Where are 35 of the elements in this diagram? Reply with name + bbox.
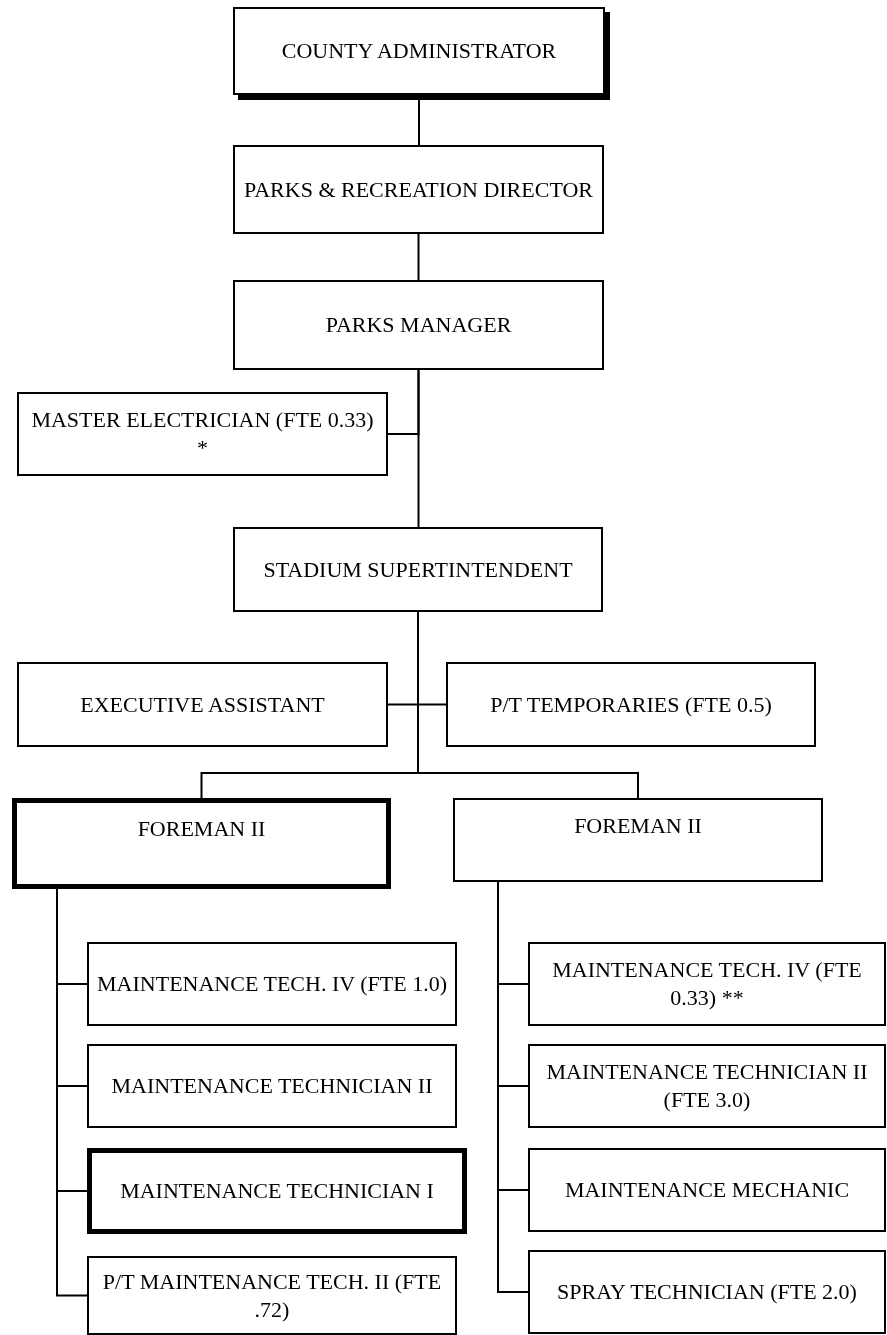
position-box xyxy=(87,1044,457,1128)
position-title: MASTER ELECTRICIAN (FTE 0.33) * xyxy=(30,406,375,462)
position-box xyxy=(87,942,457,1026)
position-title: MAINTENANCE TECH. IV (FTE 0.33) ** xyxy=(551,956,863,1012)
position-title: PARKS & RECREATION DIRECTOR xyxy=(244,175,593,204)
position-title: MAINTENANCE TECH. IV (FTE 1.0) xyxy=(97,970,447,998)
position-title: FOREMAN II xyxy=(137,815,266,843)
position-title: COUNTY ADMINISTRATOR xyxy=(281,37,557,65)
position-title: MAINTENANCE TECHNICIAN II (FTE 3.0) xyxy=(545,1058,869,1114)
position-box xyxy=(17,392,388,476)
position-title: PARKS MANAGER xyxy=(325,311,512,339)
position-box xyxy=(87,1256,457,1335)
position-title: MAINTENANCE TECHNICIAN II xyxy=(111,1072,433,1100)
position-box xyxy=(528,942,886,1026)
position-title: MAINTENANCE MECHANIC xyxy=(564,1176,850,1204)
position-box xyxy=(446,662,816,747)
position-box xyxy=(453,798,823,882)
position-title: P/T MAINTENANCE TECH. II (FTE .72) xyxy=(101,1267,443,1324)
position-box xyxy=(87,1148,467,1234)
position-box xyxy=(528,1250,886,1334)
position-title: MAINTENANCE TECHNICIAN I xyxy=(120,1177,434,1205)
position-title: EXECUTIVE ASSISTANT xyxy=(80,690,325,719)
position-box xyxy=(17,662,388,747)
position-box xyxy=(233,527,603,612)
position-box xyxy=(528,1044,886,1128)
position-title: STADIUM SUPERTINTENDENT xyxy=(263,555,573,584)
position-box xyxy=(12,798,391,889)
position-box xyxy=(233,280,604,370)
position-title: SPRAY TECHNICIAN (FTE 2.0) xyxy=(557,1278,857,1306)
connector-line xyxy=(417,233,420,281)
position-box xyxy=(233,145,604,234)
position-title: P/T TEMPORARIES (FTE 0.5) xyxy=(490,690,772,719)
position-box xyxy=(528,1148,886,1232)
connector-line xyxy=(417,369,420,528)
position-title: FOREMAN II xyxy=(574,812,702,840)
